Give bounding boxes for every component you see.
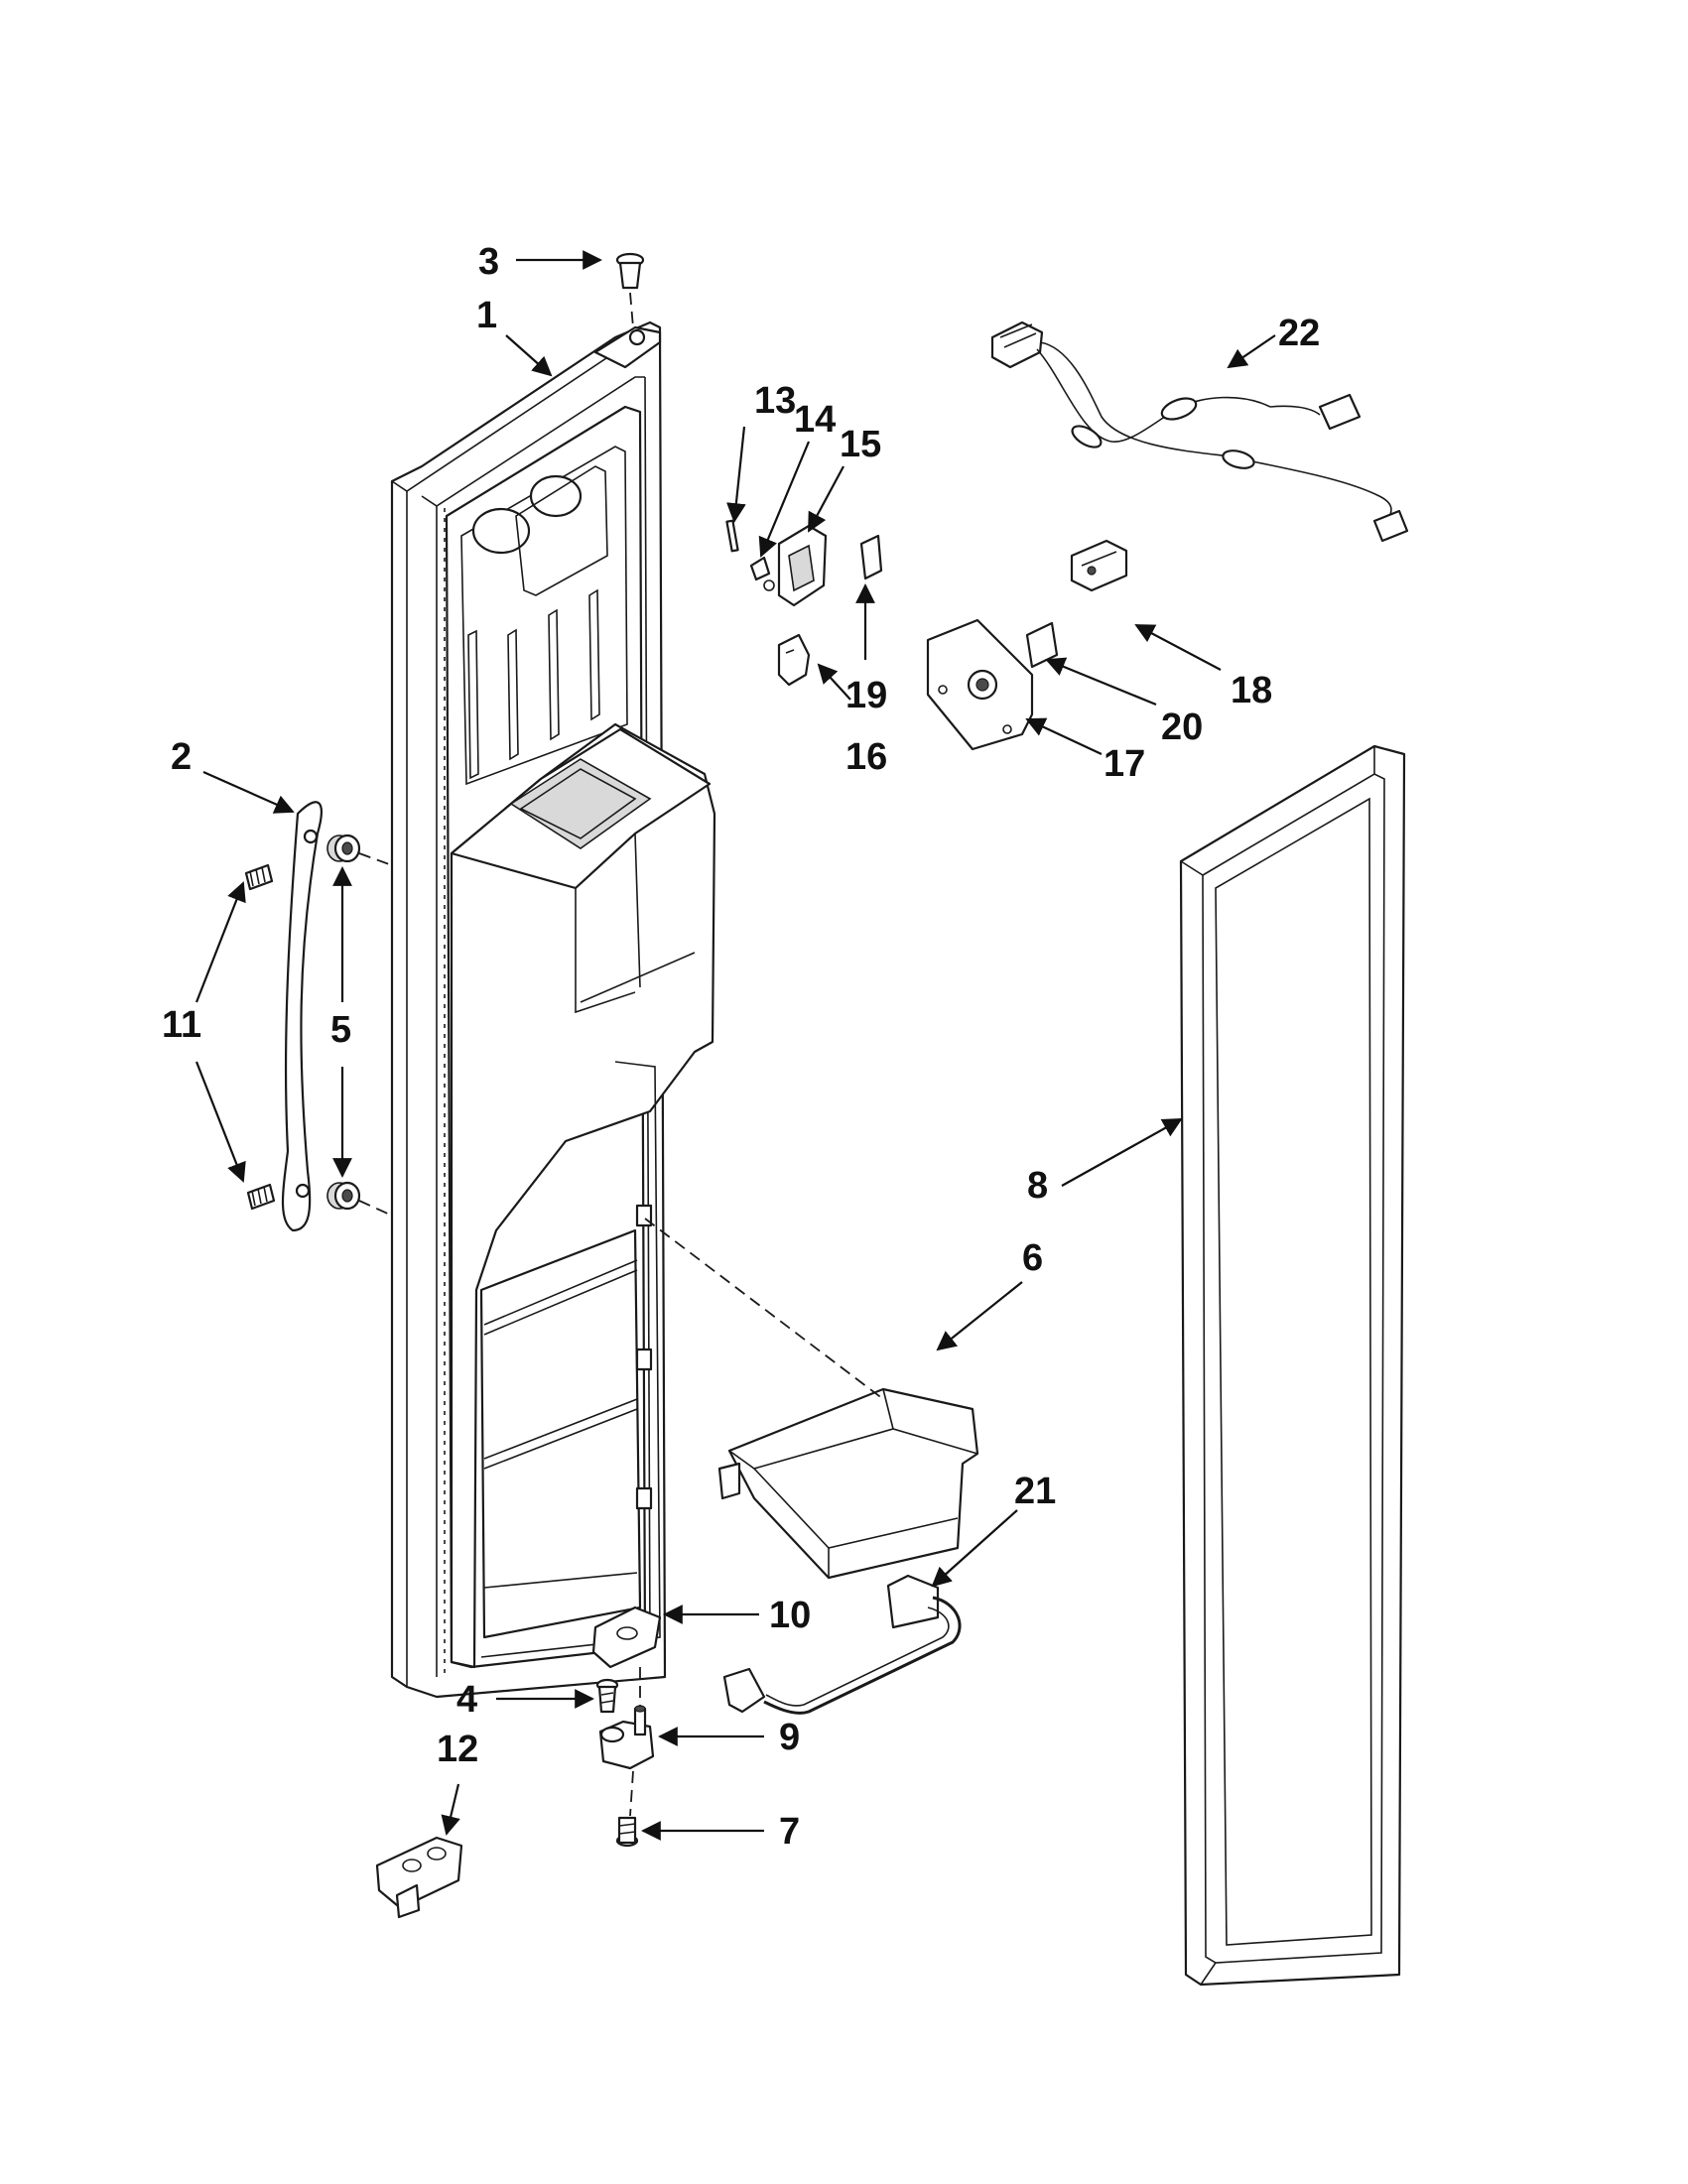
handle-screws [244,863,276,1211]
door-bin [717,1387,979,1580]
leader-15 [808,465,844,533]
switch-assembly [725,519,883,687]
leader-2 [202,770,295,814]
callout-15: 15 [840,424,881,465]
callout-14: 14 [794,399,836,441]
callout-4: 4 [456,1679,477,1721]
leader-11a [195,881,246,1003]
leader-21 [931,1509,1018,1588]
handle-spacers [326,834,393,1217]
callout-10: 10 [769,1595,811,1636]
callout-3: 3 [478,241,499,283]
bin-trim [722,1574,962,1715]
leader-11b [195,1061,246,1183]
leader-1 [505,334,553,377]
callout-7: 7 [779,1811,800,1853]
leader-18 [1134,624,1222,671]
callout-13: 13 [754,380,796,422]
leader-20 [1045,657,1157,707]
callout-11: 11 [162,1004,201,1046]
callout-labels: 3 1 2 11 5 13 14 15 19 16 18 20 17 22 8 … [162,241,1320,1853]
leader-6 [936,1281,1023,1351]
wire-harness [990,321,1409,543]
callout-18: 18 [1231,670,1272,711]
leader-13 [726,426,746,523]
callout-2: 2 [171,736,192,778]
callout-9: 9 [779,1717,800,1758]
leader-12 [441,1783,460,1836]
leader-16 [817,663,851,701]
callout-22: 22 [1278,313,1320,354]
callout-12: 12 [437,1729,478,1770]
top-hinge-screw [615,252,645,328]
leader-22 [1227,334,1276,369]
dispenser-control-assembly [926,539,1128,751]
leader-8 [1061,1118,1183,1187]
callout-20: 20 [1161,707,1203,748]
callout-16: 16 [845,736,887,778]
bottom-hinge-hardware [375,1593,662,1919]
door-panel [390,321,716,1699]
callout-6: 6 [1022,1237,1043,1279]
callout-17: 17 [1104,743,1145,785]
leader-17 [1025,717,1103,755]
callout-19: 19 [845,675,887,716]
door-gasket [1179,744,1406,1987]
callout-1: 1 [476,295,497,336]
leader-14 [758,441,811,558]
door-handle [281,801,323,1232]
callout-5: 5 [330,1009,351,1051]
bin-mount-line [644,1218,884,1400]
callout-8: 8 [1027,1165,1048,1207]
callout-21: 21 [1014,1471,1056,1512]
leader-lines [195,250,1276,1841]
